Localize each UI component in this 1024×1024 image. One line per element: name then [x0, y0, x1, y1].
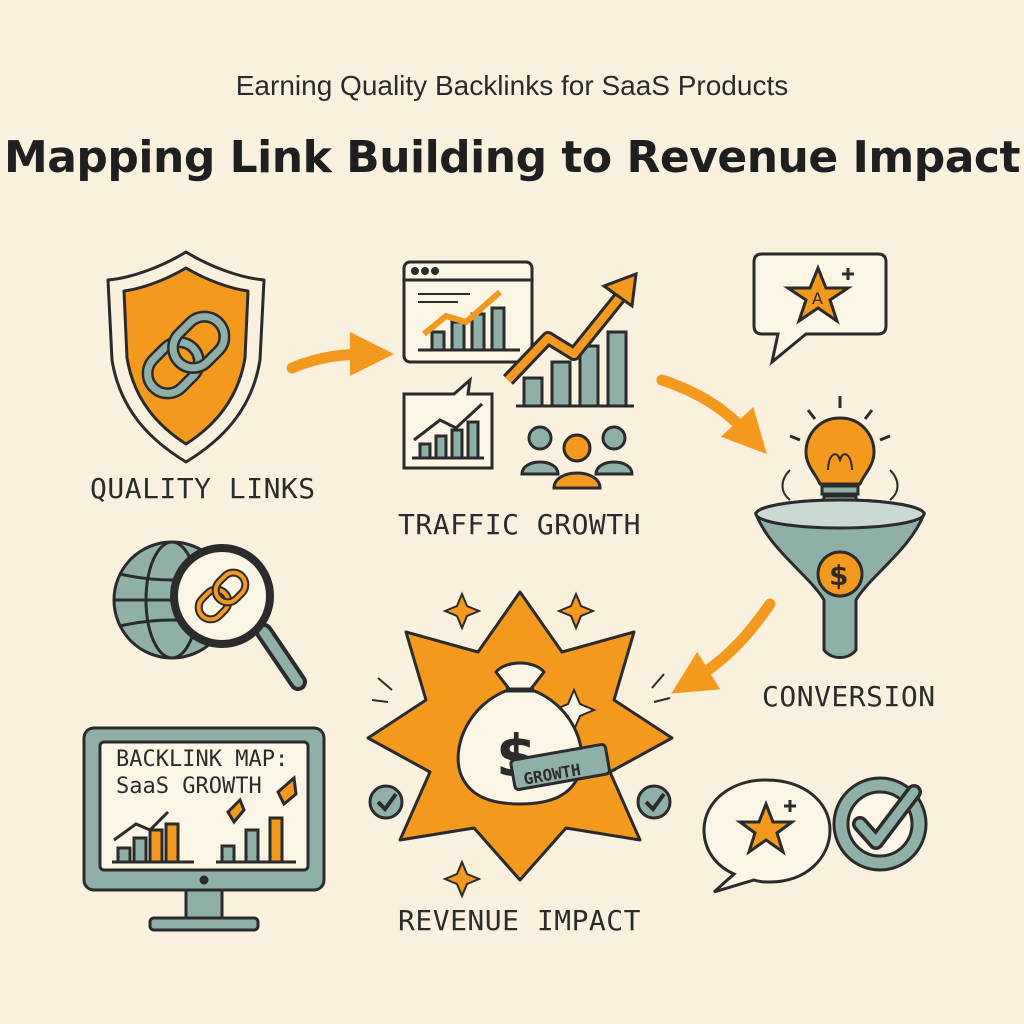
page-title: Mapping Link Building to Revenue Impact [3, 132, 1021, 183]
flow-arrow-1 [286, 332, 394, 377]
step-label-quality-links: QUALITY LINKS [90, 472, 316, 505]
star-rating-bubble-bottom-icon [702, 778, 832, 894]
page-subtitle: Earning Quality Backlinks for SaaS Produ… [235, 70, 789, 101]
lightbulb-icon [781, 396, 899, 516]
svg-text:A: A [812, 289, 823, 308]
checkmark-small-right-icon [636, 784, 672, 820]
monitor-line-2: SaaS GROWTH [116, 774, 262, 799]
flow-arrow-3 [671, 598, 776, 694]
flow-arrow-2 [656, 374, 767, 455]
step-label-traffic-growth: TRAFFIC GROWTH [398, 508, 642, 541]
monitor-line-1: BACKLINK MAP: [116, 747, 289, 772]
star-rating-bubble-icon: A [752, 252, 888, 366]
checkmark-icon [832, 776, 928, 872]
monitor-title: BACKLINK MAP: SaaS GROWTH [116, 746, 288, 800]
globe-magnifier-icon [112, 540, 307, 691]
checkmark-small-left-icon [368, 784, 404, 820]
people-group-icon [520, 425, 634, 490]
shield-chain-icon [106, 250, 266, 464]
money-bag-icon: $ [456, 661, 611, 806]
step-label-conversion: CONVERSION [762, 680, 936, 713]
chat-chart-icon [402, 376, 494, 470]
monitor-icon [82, 726, 326, 932]
browser-chart-icon [402, 260, 534, 364]
step-label-revenue-impact: REVENUE IMPACT [398, 904, 642, 937]
trend-chart-icon [502, 271, 638, 408]
funnel-dollar-icon: $ [753, 498, 927, 659]
svg-text:$: $ [829, 559, 848, 592]
